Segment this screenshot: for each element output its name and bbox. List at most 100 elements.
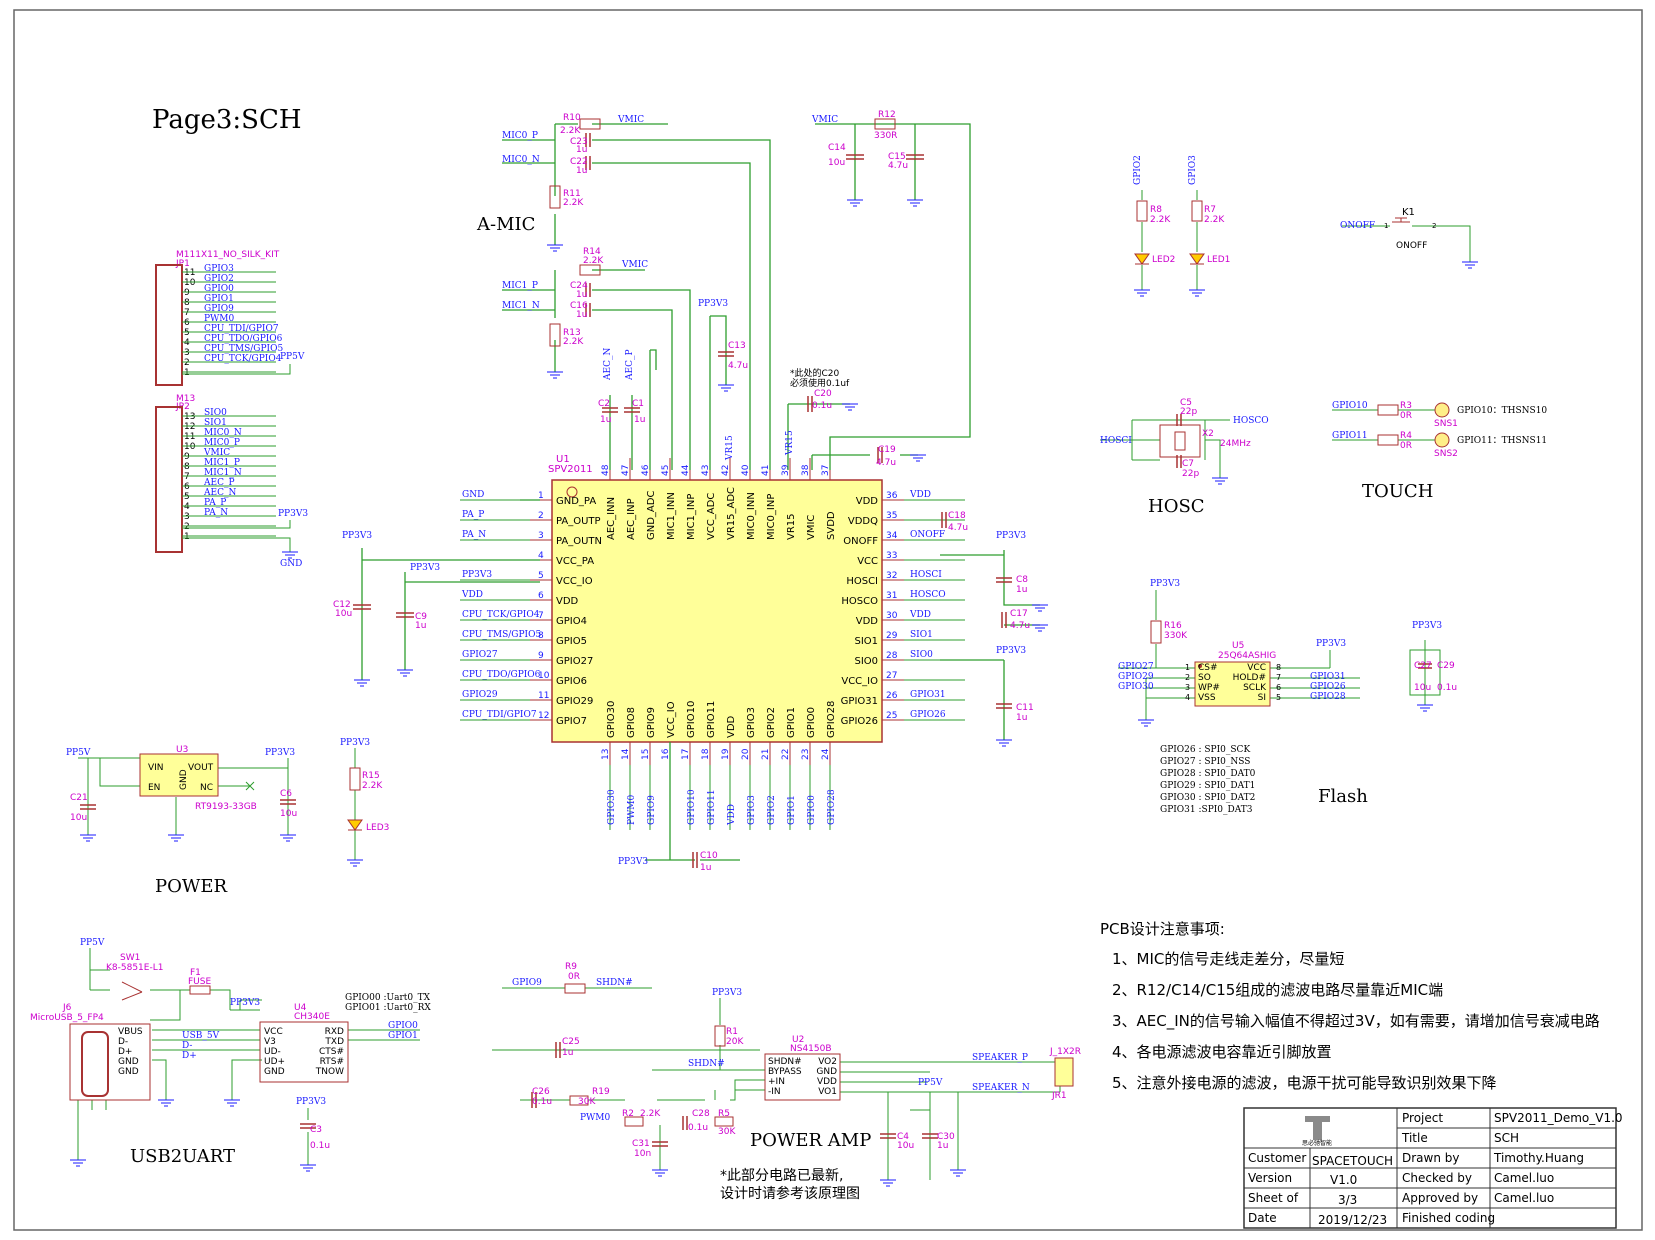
jp2-pin-number: 11: [184, 432, 195, 442]
u1-pin-number: 34: [886, 531, 898, 541]
u5-pin-number: 5: [1276, 693, 1281, 702]
jp1-pin-number: 10: [184, 278, 196, 288]
jp1-pp5v: PP5V: [280, 352, 305, 362]
mic0n-net: MIC0_N: [502, 155, 540, 165]
r12-ref: R12: [878, 110, 896, 120]
u2-pin-left: -IN: [768, 1087, 781, 1097]
jp2-pin-net: MIC0_N: [204, 428, 242, 438]
u2-pin-left: +IN: [768, 1077, 785, 1087]
u1-pin-name: VDD: [556, 596, 579, 607]
amp-shdn-2: SHDN#: [688, 1059, 725, 1069]
u1-pin-number: 16: [661, 748, 671, 760]
c27-val: 10u: [1414, 683, 1431, 693]
pcb-note-item: 1、MIC的信号走线走差分，尽量短: [1112, 950, 1344, 968]
pp3v3-c10: PP3V3: [618, 857, 648, 867]
jp2-pin-net: MIC1_N: [204, 468, 242, 478]
u2-body: [764, 1053, 841, 1101]
pp3v3-vcc-io-r: PP3V3: [996, 646, 1026, 656]
r15-body: [349, 767, 361, 791]
hosc-hosci: HOSCI: [1100, 436, 1132, 446]
u1-pin-number: 19: [721, 748, 731, 760]
u1-pin-number: 8: [538, 631, 544, 641]
u1-pin-name: GPIO0: [806, 707, 817, 738]
r1-body: [714, 1025, 726, 1047]
jp2-pp3v3: PP3V3: [278, 509, 308, 519]
mic1p-net: MIC1_P: [502, 281, 538, 291]
c7-val: 22p: [1182, 469, 1199, 479]
jp1-pin-number: 6: [184, 318, 190, 328]
ground-icon: [280, 834, 296, 842]
jp1-pin-net: CPU_TDO/GPIO6: [204, 334, 283, 344]
jp1-pin-number: 3: [184, 348, 190, 358]
section-power-amp: POWER AMP: [750, 1130, 871, 1151]
c24-ref: C24: [570, 281, 588, 291]
jp1-pin-net: PWM0: [204, 314, 235, 324]
tb-sheet-label: Sheet of: [1248, 1191, 1299, 1205]
u1-pin-name: VMIC: [806, 515, 817, 540]
j6-pin-name: GND: [118, 1057, 139, 1067]
u5-ref: U5: [1232, 641, 1244, 651]
section-flash: Flash: [1318, 786, 1368, 807]
jp2-pin-net: AEC_N: [203, 488, 236, 498]
j6-pin-name: D+: [118, 1047, 132, 1057]
c29-val: 0.1u: [1437, 683, 1457, 693]
tb-title-label: Title: [1401, 1131, 1428, 1145]
jp2-body: [155, 406, 183, 553]
u1-net-label: VDD: [909, 610, 931, 620]
r11-val: 2.2K: [563, 198, 584, 208]
u1-pin-number: 35: [886, 511, 897, 521]
u1-net-label: GND: [462, 490, 484, 500]
u4-pin-right: RXD: [325, 1027, 344, 1037]
u1-pin-name: MIC0_INP: [766, 494, 777, 540]
r3-ref: R3: [1400, 401, 1412, 411]
c15-ref: C15: [888, 152, 906, 162]
r10-ref: R10: [563, 113, 581, 123]
jp2-pin-number: 2: [184, 522, 190, 532]
r13-ref: R13: [563, 328, 581, 338]
c20-note-2: 必须使用0.1uf: [790, 377, 850, 389]
hosc-hosco: HOSCO: [1233, 416, 1269, 426]
u1-net-label: GPIO27: [462, 650, 498, 660]
r16-ref: R16: [1164, 621, 1182, 631]
c26-ref: C26: [532, 1087, 550, 1097]
r12-val: 330R: [874, 131, 897, 141]
u4-pin-left: V3: [264, 1037, 276, 1047]
ground-icon: [718, 384, 734, 392]
r1-val: 20K: [726, 1037, 744, 1047]
ground-icon: [1462, 261, 1478, 269]
u1-pin-name: SIO0: [854, 656, 878, 667]
u3-part: RT9193-33GB: [195, 802, 257, 812]
uart-note-tx: GPIO00 :Uart0_TX: [345, 993, 431, 1003]
u4-pin-right: TXD: [324, 1037, 344, 1047]
u1-pin-number: 10: [538, 671, 550, 681]
pcb-note-item: 4、各电源滤波电容靠近引脚放置: [1112, 1043, 1332, 1061]
u1-pin-number: 9: [538, 651, 544, 661]
tb-version: V1.0: [1330, 1173, 1357, 1187]
nc-cross: [245, 781, 255, 791]
u1-net-label: CPU_TMS/GPIO5: [462, 630, 541, 640]
r13-body: [549, 323, 561, 347]
c17-plates: [1001, 612, 1007, 628]
ground-icon: [158, 1099, 174, 1107]
u1-pin-number: 32: [886, 571, 897, 581]
u1-pin-name: VR15: [786, 513, 797, 540]
c23-val: 1u: [576, 145, 587, 155]
mic1n-net: MIC1_N: [502, 301, 540, 311]
u4-pin-left: VCC: [264, 1027, 283, 1037]
c25-ref: C25: [562, 1037, 580, 1047]
touch-label-1: GPIO10：THSNS10: [1457, 406, 1547, 416]
ground-icon: [1134, 289, 1150, 297]
c27-ref: C27: [1414, 661, 1432, 671]
u1-pin-number: 21: [761, 749, 771, 760]
jp2-pin-number: 12: [184, 422, 195, 432]
c10-plates: [692, 852, 698, 868]
flash-note: GPIO31 :SPI0_DAT3: [1160, 805, 1253, 815]
c26-val: 0.1u: [532, 1097, 552, 1107]
c14-ref: C14: [828, 143, 846, 153]
c19-val: 4.7u: [876, 458, 896, 468]
u1-pin-name: GPIO8: [626, 707, 637, 738]
tb-drawn: Timothy.Huang: [1493, 1151, 1584, 1165]
